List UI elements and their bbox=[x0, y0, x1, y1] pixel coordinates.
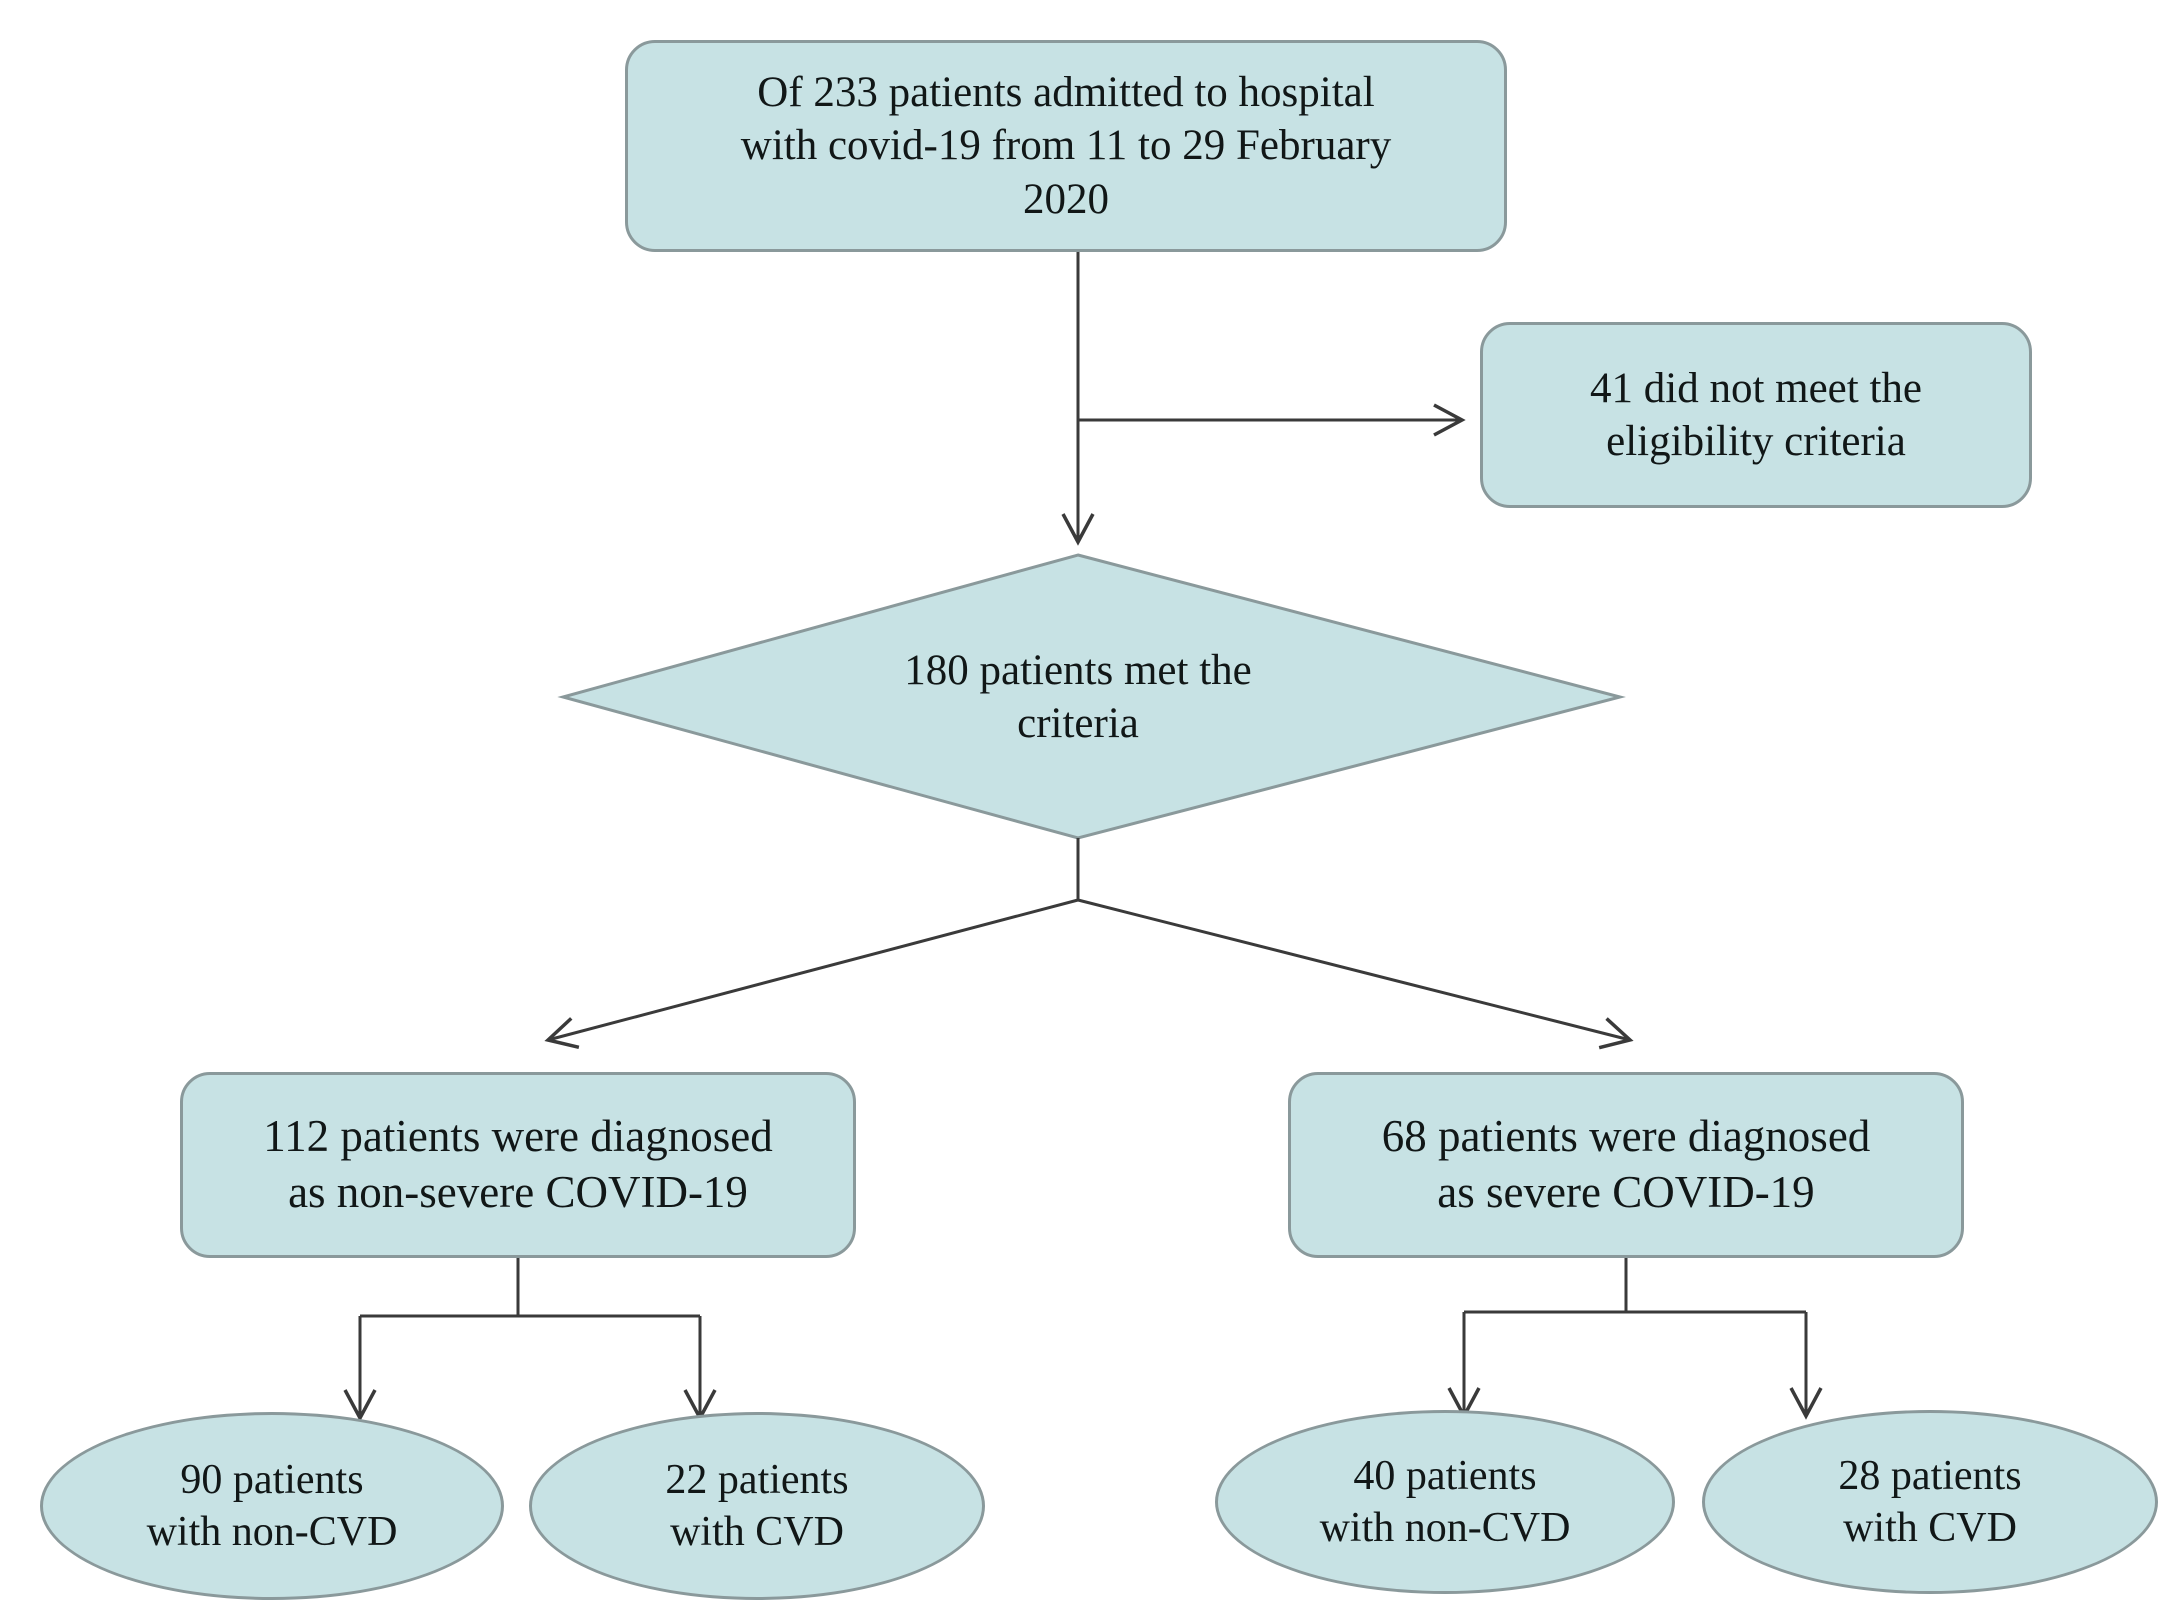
node-severe-noncvd-line: with non-CVD bbox=[1319, 1505, 1571, 1551]
node-nonsevere-cvd-line: 22 patients bbox=[665, 1456, 849, 1503]
node-nonsevere-noncvd-line: with non-CVD bbox=[146, 1509, 398, 1555]
node-not-eligible: 41 did not meet the eligibility criteria bbox=[1480, 322, 2032, 508]
node-severe-cvd: 28 patients with CVD bbox=[1702, 1410, 2158, 1594]
node-nonsevere-cvd-line: with CVD bbox=[670, 1509, 844, 1555]
node-admitted-line: with covid-19 from 11 to 29 February bbox=[740, 122, 1392, 170]
connector-met-to-severe bbox=[1077, 898, 1634, 1050]
node-nonsevere-noncvd: 90 patients with non-CVD bbox=[40, 1412, 504, 1600]
node-severe-noncvd-line: 40 patients bbox=[1353, 1452, 1537, 1499]
node-admitted-line: Of 233 patients admitted to hospital bbox=[757, 69, 1375, 117]
node-severe: 68 patients were diagnosed as severe COV… bbox=[1288, 1072, 1964, 1258]
node-non-severe-line: as non-severe COVID-19 bbox=[288, 1167, 748, 1217]
node-severe-cvd-line: with CVD bbox=[1843, 1505, 2017, 1551]
node-severe-line: as severe COVID-19 bbox=[1437, 1167, 1815, 1217]
node-nonsevere-noncvd-line: 90 patients bbox=[180, 1456, 364, 1503]
node-non-severe-line: 112 patients were diagnosed bbox=[263, 1111, 773, 1162]
node-met-criteria-line: 180 patients met the bbox=[904, 646, 1252, 694]
node-admitted: Of 233 patients admitted to hospital wit… bbox=[625, 40, 1507, 252]
node-admitted-line: 2020 bbox=[1023, 175, 1109, 223]
node-non-severe: 112 patients were diagnosed as non-sever… bbox=[180, 1072, 856, 1258]
node-severe-cvd-line: 28 patients bbox=[1838, 1452, 2022, 1499]
node-severe-noncvd: 40 patients with non-CVD bbox=[1215, 1410, 1675, 1594]
node-not-eligible-line: eligibility criteria bbox=[1606, 418, 1906, 465]
connector-met-to-non-severe bbox=[544, 898, 1079, 1050]
node-met-criteria: 180 patients met the criteria bbox=[778, 622, 1378, 772]
node-nonsevere-cvd: 22 patients with CVD bbox=[529, 1412, 985, 1600]
node-met-criteria-line: criteria bbox=[1017, 700, 1139, 747]
node-severe-line: 68 patients were diagnosed bbox=[1381, 1111, 1871, 1162]
node-not-eligible-line: 41 did not meet the bbox=[1590, 364, 1922, 412]
